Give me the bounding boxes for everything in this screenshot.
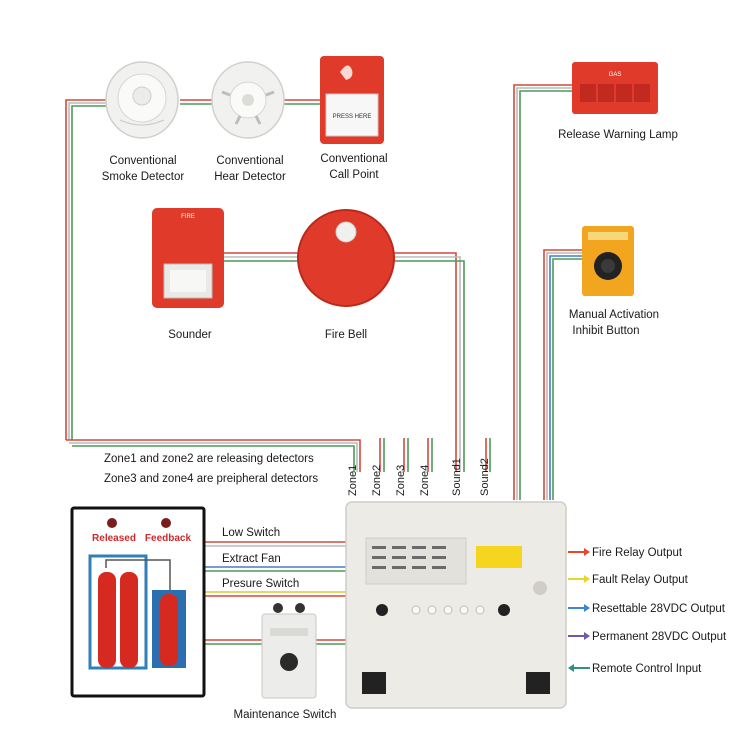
fire-relay-arrowhead [584,548,590,556]
note-releasing-detectors: Zone1 and zone2 are releasing detectors [104,453,314,465]
sounder-text: FIRE [181,214,195,220]
wire-zone-stubs [379,438,491,472]
panel-keyswitch-right [498,604,510,616]
status-display [476,546,522,568]
output-fault-relay: Fault Relay Output [568,574,689,586]
terminal-sound1: Sound1 [451,458,463,496]
output-permanent-28vdc: Permanent 28VDC Output [568,631,727,643]
heat-detector-label-2: Hear Detector [214,171,286,183]
input-extract-fan: Extract Fan [222,553,281,565]
output-resettable-28vdc: Resettable 28VDC Output [568,603,726,615]
output-fire-relay: Fire Relay Output [568,547,683,559]
terminal-zone1: Zone1 [347,465,359,496]
wire-manual-button [543,249,582,500]
manual-button-label-2: Inhibit Button [572,325,639,337]
call-point-label-1: Conventional [320,153,387,165]
wire-sound1 [392,252,465,472]
release-lamp-label: Release Warning Lamp [558,129,678,141]
outputs: Fire Relay Output Fault Relay Output Res… [568,547,727,675]
permanent-arrowhead [584,632,590,640]
wire-inputs [204,541,348,645]
terminal-zone3: Zone3 [395,465,407,496]
note-peripheral-detectors: Zone3 and zone4 are preipheral detectors [104,473,318,485]
fire-bell-label: Fire Bell [325,329,367,341]
heat-detector-label-1: Conventional [216,155,283,167]
terminal-zone4: Zone4 [419,465,431,496]
resettable-arrowhead [584,604,590,612]
output-resettable-label: Resettable 28VDC Output [592,603,726,615]
terminal-zone2: Zone2 [371,465,383,496]
control-panel [345,501,567,709]
wire-sounder-bell [224,252,300,262]
panel-keyswitch-left [376,604,388,616]
smoke-detector-label-1: Conventional [109,155,176,167]
terminal-sound2: Sound2 [479,458,491,496]
extinguishing-cabinet: Released Feedback [70,506,206,698]
fault-relay-arrowhead [584,575,590,583]
output-permanent-label: Permanent 28VDC Output [592,631,727,643]
output-fault-relay-label: Fault Relay Output [592,574,689,586]
input-low-switch: Low Switch [222,527,280,539]
sounder-label: Sounder [168,329,212,341]
input-remote-control-label: Remote Control Input [592,663,702,675]
call-point-label-2: Call Point [329,169,379,181]
wire-detector-chain [180,99,320,105]
smoke-detector [105,61,179,139]
fire-bell [297,209,395,307]
pilot-cylinder [160,594,178,666]
lamp-text: GAS [609,72,622,78]
feedback-indicator-label: Feedback [145,533,192,544]
call-point: PRESS HERE [320,56,384,144]
agent-cylinder-2 [120,572,138,668]
smoke-detector-label-2: Smoke Detector [102,171,185,183]
heat-detector [211,61,285,139]
call-point-text: PRESS HERE [333,114,372,120]
sounder: FIRE [152,208,224,308]
maintenance-switch [261,603,317,699]
output-fire-relay-label: Fire Relay Output [592,547,683,559]
agent-cylinder-1 [98,572,116,668]
input-pressure-switch: Presure Switch [222,578,299,590]
input-remote-control: Remote Control Input [568,663,702,675]
maintenance-switch-label: Maintenance Switch [234,709,337,721]
manual-button-label-1: Manual Activation [569,309,659,321]
wire-release-lamp [513,84,572,500]
released-indicator-label: Released [92,533,136,544]
release-warning-lamp: GAS [572,62,658,114]
remote-control-arrowhead [568,664,574,672]
manual-activation-button [582,226,634,296]
wire-zone1 [65,99,361,472]
wiring [65,84,582,645]
